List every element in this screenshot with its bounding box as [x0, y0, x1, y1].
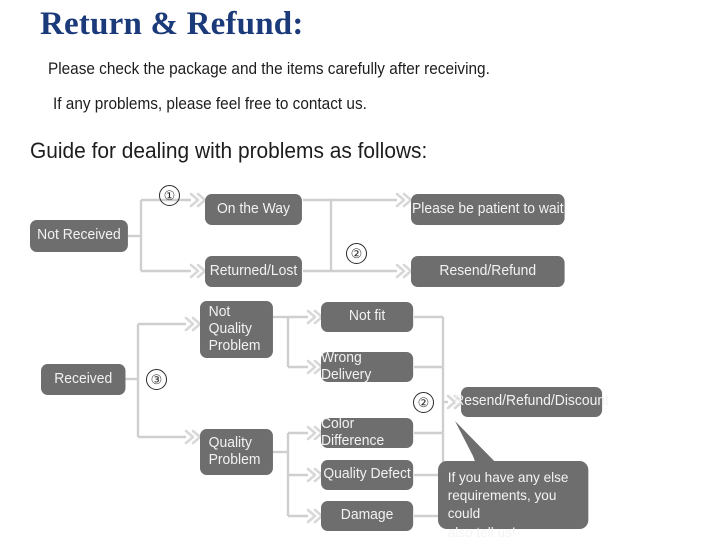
- flow-box-on-the-way[interactable]: On the Way: [205, 194, 302, 225]
- flow-box-damage[interactable]: Damage: [321, 501, 414, 531]
- flow-box-please-be-patient[interactable]: Please be patient to wait: [411, 194, 565, 225]
- step-number-2-bottom: ②: [413, 392, 434, 413]
- flow-box-wrong-delivery[interactable]: Wrong Delivery: [321, 350, 414, 383]
- flow-box-quality-problem[interactable]: Quality Problem: [200, 429, 273, 475]
- flow-box-color-difference[interactable]: Color Difference: [321, 416, 414, 449]
- flow-box-not-fit[interactable]: Not fit: [321, 302, 414, 332]
- step-number-2-top: ②: [346, 243, 367, 264]
- flow-box-not-received[interactable]: Not Received: [30, 220, 128, 252]
- flow-box-received[interactable]: Received: [41, 364, 126, 395]
- flow-box-resend-refund[interactable]: Resend/Refund: [411, 256, 565, 287]
- speech-bubble: If you have any else requirements, you c…: [438, 461, 589, 540]
- page-title: Return & Refund:: [40, 6, 304, 42]
- step-number-3: ③: [146, 369, 167, 390]
- step-number-1: ①: [159, 185, 180, 206]
- guide-heading: Guide for dealing with problems as follo…: [30, 138, 428, 163]
- instruction-line-2: If any problems, please feel free to con…: [53, 95, 367, 113]
- instruction-line-1: Please check the package and the items c…: [48, 60, 490, 78]
- flow-box-quality-defect[interactable]: Quality Defect: [321, 460, 414, 490]
- flow-box-resend-refund-discount[interactable]: Resend/Refund/Discount: [454, 387, 609, 417]
- flow-box-not-quality-problem[interactable]: Not Quality Problem: [200, 301, 273, 358]
- flow-box-returned-lost[interactable]: Returned/Lost: [205, 256, 302, 287]
